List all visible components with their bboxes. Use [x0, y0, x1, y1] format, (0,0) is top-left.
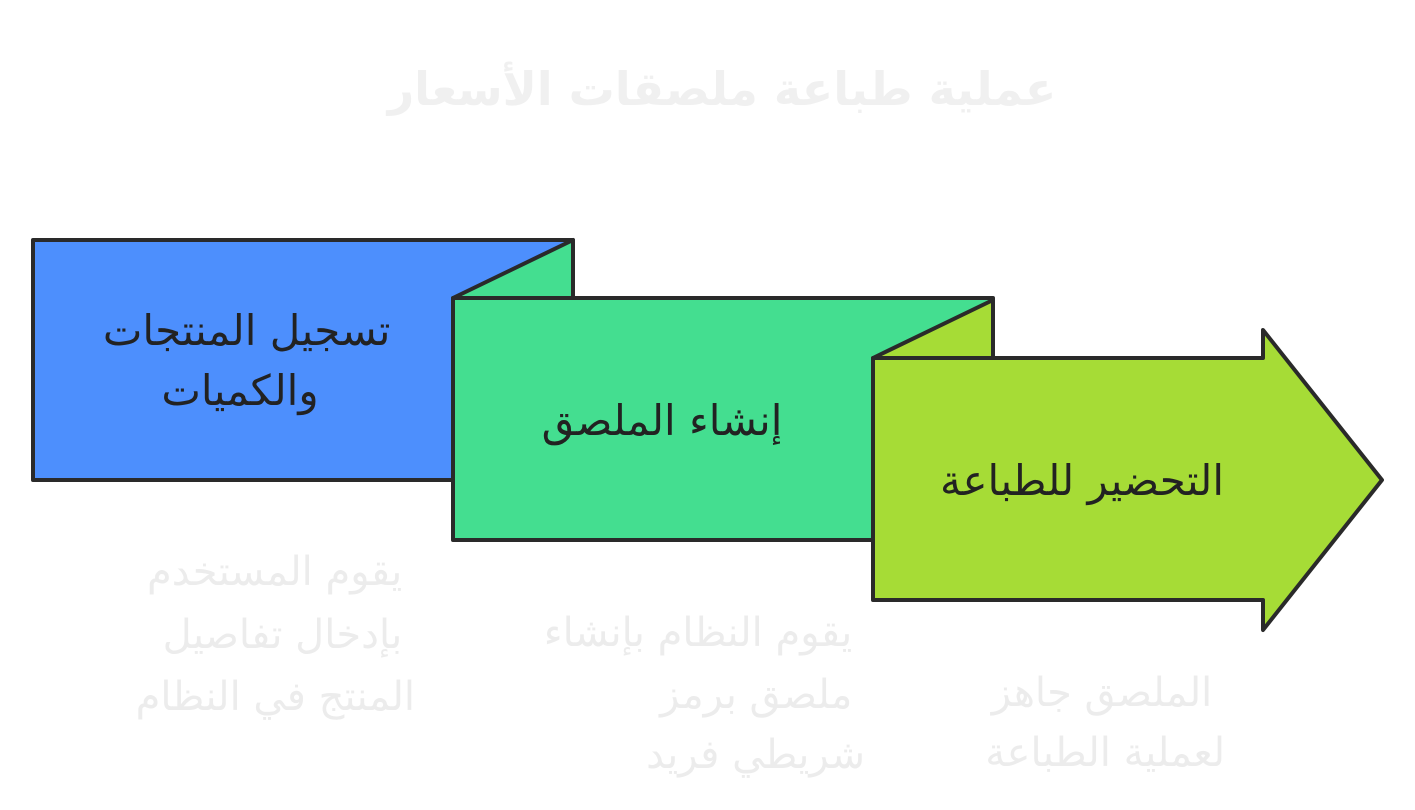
step-3-arrow [871, 328, 1384, 632]
step-1-desc-line-1: يقوم المستخدم [147, 549, 402, 595]
step-3: التحضير للطباعة [871, 298, 1384, 632]
step-2-label: إنشاء الملصق [542, 396, 783, 446]
step-3-label-line-1: التحضير للطباعة [940, 456, 1224, 505]
diagram-title: عملية طباعة ملصقات الأسعار [386, 61, 1057, 116]
step-1-desc-line-3: المنتج في النظام [136, 674, 415, 720]
step-2-label-line-1: إنشاء الملصق [542, 396, 783, 446]
step-2-desc-line-1: يقوم النظام بإنشاء [544, 610, 853, 656]
step-3-desc-line-2: لعملية الطباعة [985, 730, 1225, 776]
step-2-desc-line-2: ملصق برمز [658, 672, 852, 718]
step-2-description: يقوم النظام بإنشاء ملصق برمز شريطي فريد [544, 610, 865, 778]
step-1-label-line-2: والكميات [161, 366, 318, 415]
step-2-desc-line-3: شريطي فريد [646, 732, 865, 778]
step-1-description: يقوم المستخدم بإدخال تفاصيل المنتج في ال… [136, 549, 415, 720]
step-3-label: التحضير للطباعة [940, 456, 1224, 505]
step-1-desc-line-2: بإدخال تفاصيل [163, 612, 403, 658]
step-3-description: الملصق جاهز لعملية الطباعة [985, 670, 1225, 776]
step-1-label-line-1: تسجيل المنتجات [103, 306, 391, 355]
step-3-desc-line-1: الملصق جاهز [990, 670, 1213, 716]
step-1-label: تسجيل المنتجات والكميات [89, 306, 390, 415]
